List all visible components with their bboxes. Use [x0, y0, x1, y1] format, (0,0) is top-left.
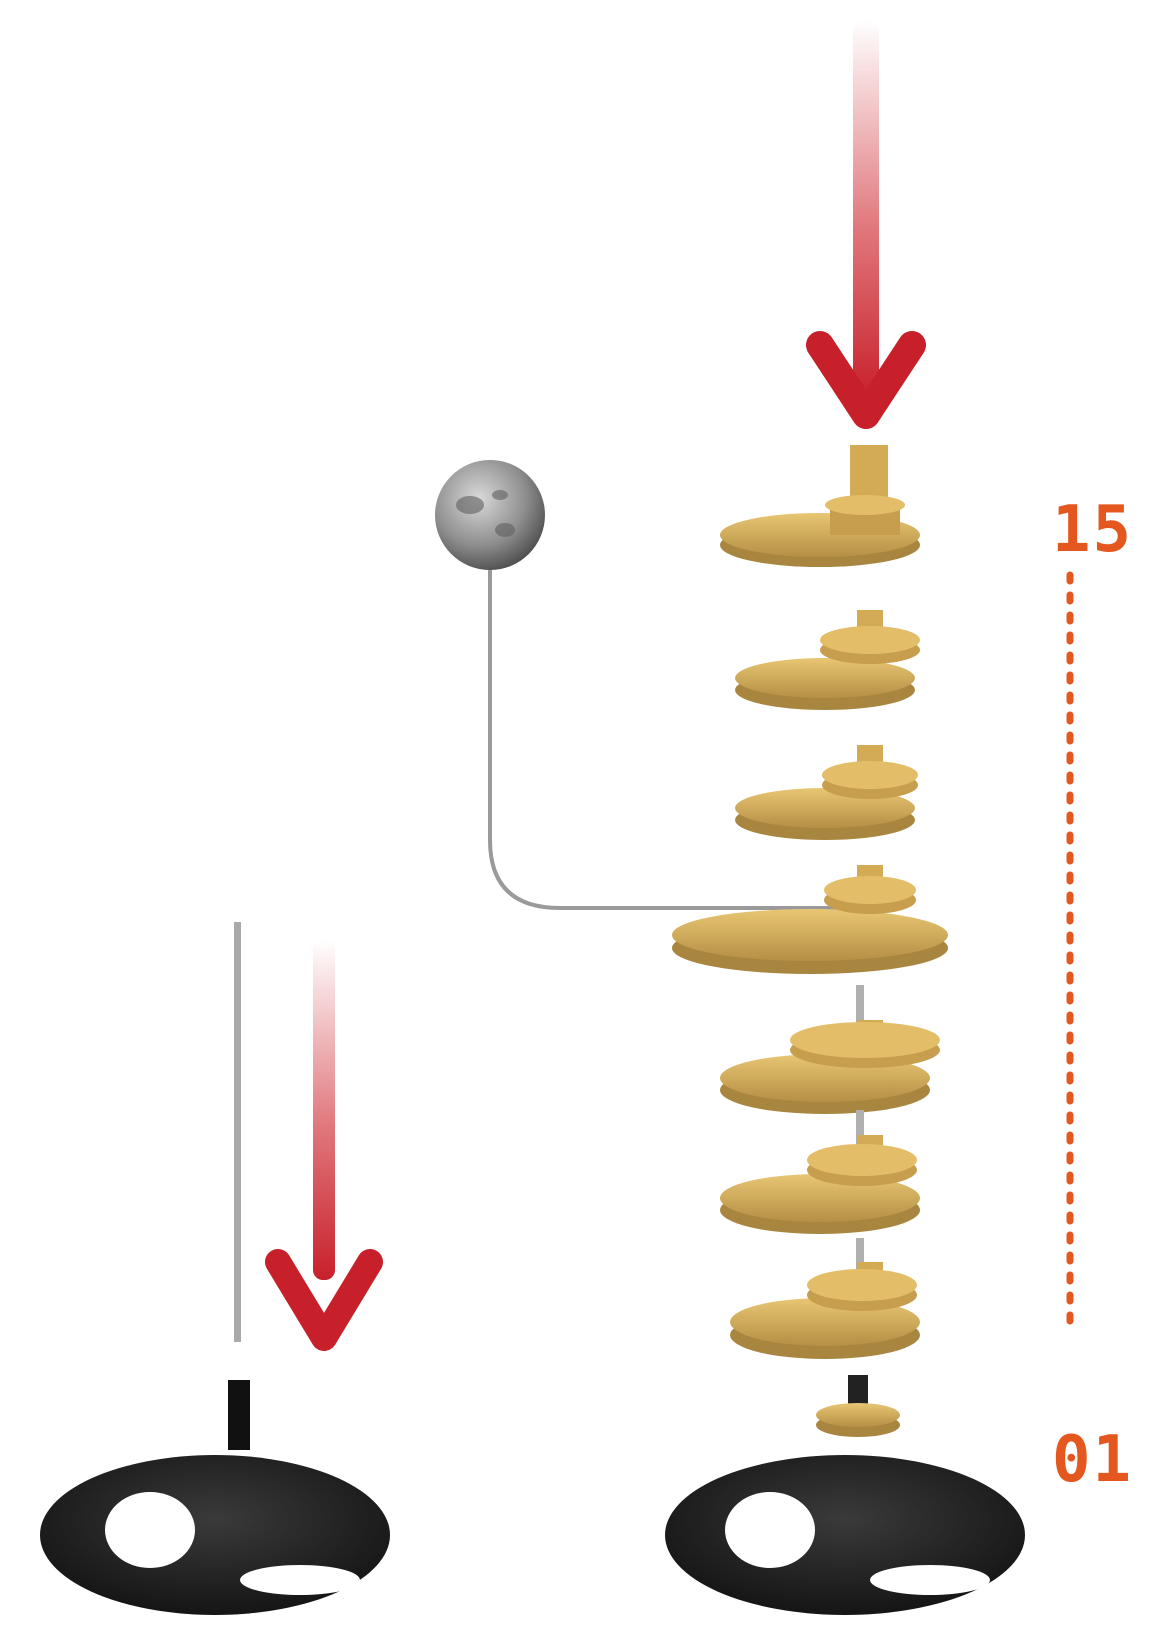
step-label-bottom: 01 — [1052, 1428, 1133, 1492]
left-base — [40, 1380, 390, 1615]
gear-layer-09 — [730, 1262, 920, 1359]
gear-layer-01 — [816, 1375, 900, 1437]
gear-layer-11 — [720, 1020, 940, 1114]
gear-layer-14 — [735, 610, 920, 710]
step-label-top: 15 — [1052, 498, 1133, 562]
moon-icon — [435, 460, 545, 570]
left-support-rod — [234, 922, 241, 1342]
center-shaft-upper — [856, 985, 864, 1025]
moon-wire — [490, 560, 840, 908]
right-base — [665, 1455, 1025, 1615]
gear-layer-12 — [672, 865, 948, 974]
gear-layer-15 — [720, 445, 920, 567]
gear-layer-13 — [735, 745, 918, 840]
left-down-arrow-icon — [278, 940, 370, 1338]
top-down-arrow-icon — [820, 20, 912, 415]
gear-layer-10 — [720, 1135, 920, 1234]
